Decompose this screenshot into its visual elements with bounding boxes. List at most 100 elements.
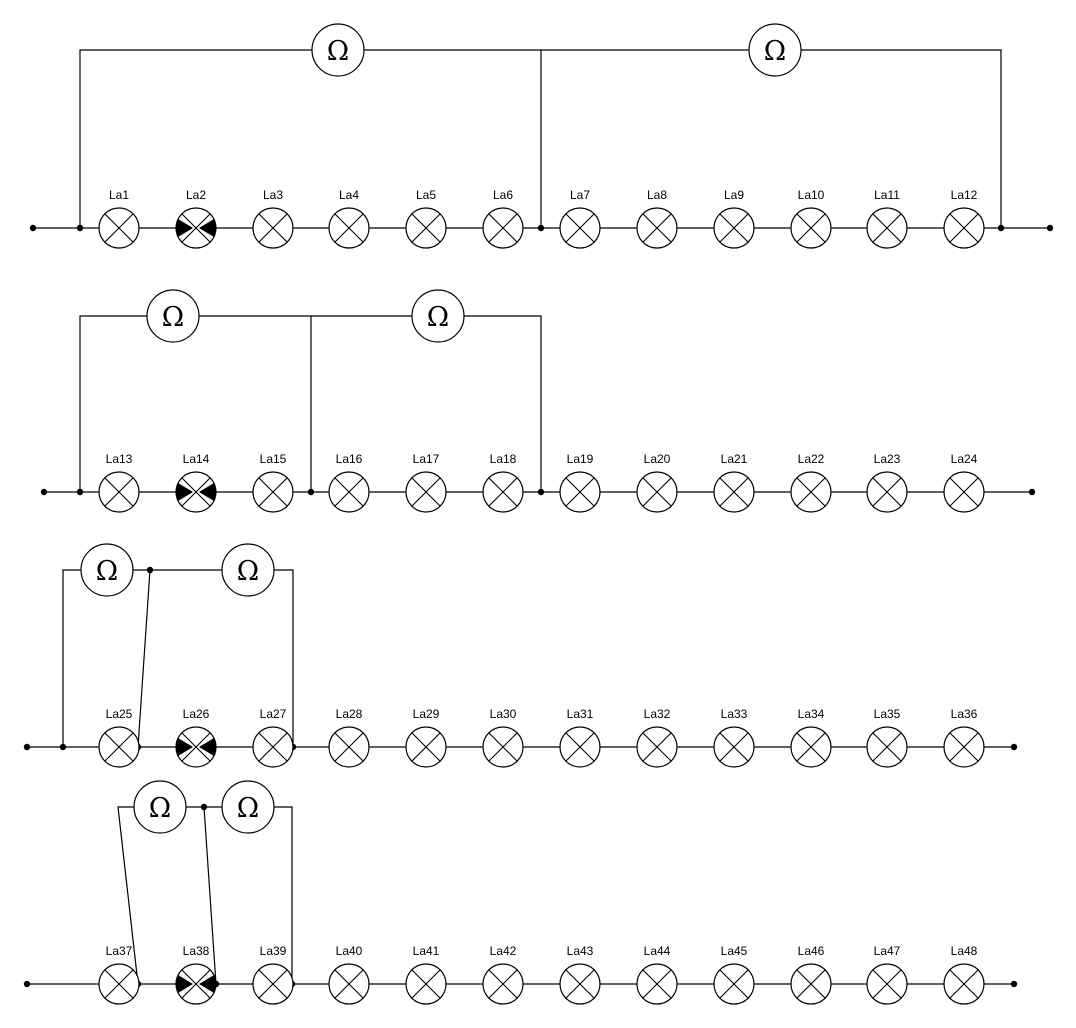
lamp-label: La19: [567, 452, 594, 466]
lamp: La18: [482, 452, 524, 513]
lamp-label: La29: [413, 707, 440, 721]
lamp-cross-line: [258, 213, 288, 243]
lamp: La26: [175, 707, 217, 768]
lamp-label: La9: [724, 188, 744, 202]
lamp-label: La15: [260, 452, 287, 466]
lamp-label: La44: [644, 944, 671, 958]
lamp: La35: [866, 707, 908, 768]
lamp-cross-line: [796, 213, 826, 243]
lamp-label: La6: [493, 188, 513, 202]
lamp: La13: [98, 452, 140, 513]
ohmmeter-body: [80, 543, 134, 597]
lamp-cross-line: [719, 732, 749, 762]
lamp-cross-line: [334, 477, 364, 507]
blown-lamp-mark-left: [176, 219, 193, 237]
ohmmeter: Ω: [311, 23, 365, 77]
lamp-label: La31: [567, 707, 594, 721]
lamp-cross-line: [719, 213, 749, 243]
lamp-cross-line: [258, 477, 288, 507]
lamp: La41: [405, 944, 447, 1005]
lamp: La28: [328, 707, 370, 768]
ohmmeter-body: [133, 780, 187, 834]
lamp: La30: [482, 707, 524, 768]
blown-lamp-mark-right: [199, 975, 216, 993]
lamp-cross-line: [411, 969, 441, 999]
lamp-cross-line: [872, 732, 902, 762]
lamp: La27: [252, 707, 294, 768]
lamp-cross-line: [411, 477, 441, 507]
lamp: La7: [559, 188, 601, 249]
meter-wire: [62, 569, 294, 747]
lamp: La39: [252, 944, 294, 1005]
ohmmeter: Ω: [146, 289, 200, 343]
lamp-label: La21: [721, 452, 748, 466]
lamp-cross-line: [949, 477, 979, 507]
lamp: La22: [790, 452, 832, 513]
lamp: La5: [405, 188, 447, 249]
lamp-cross-line: [796, 732, 826, 762]
lamp-label: La48: [951, 944, 978, 958]
ohmmeter: Ω: [80, 543, 134, 597]
lamp: La17: [405, 452, 447, 513]
lamp: La36: [943, 707, 985, 768]
lamp: La33: [713, 707, 755, 768]
lamp-cross-line: [104, 732, 134, 762]
lamp: La46: [790, 944, 832, 1005]
junction-node: [23, 743, 31, 751]
ohm-symbol: Ω: [427, 302, 449, 333]
junction-node: [997, 224, 1005, 232]
lamp-label: La14: [183, 452, 210, 466]
lamp-cross-line: [565, 732, 595, 762]
lamp: La2: [175, 188, 217, 249]
lamp: La47: [866, 944, 908, 1005]
lamp-cross-line: [872, 969, 902, 999]
lamp-label: La27: [260, 707, 287, 721]
junction-node: [23, 980, 31, 988]
lamp-label: La40: [336, 944, 363, 958]
meter-wire: [203, 806, 217, 985]
lamp-label: La7: [570, 188, 590, 202]
ohmmeter: Ω: [221, 780, 275, 834]
junction-node: [40, 488, 48, 496]
lamp: La3: [252, 188, 294, 249]
lamp-label: La1: [109, 188, 129, 202]
ohmmeter-body: [221, 780, 275, 834]
lamp-label: La10: [798, 188, 825, 202]
lamp-label: La4: [339, 188, 359, 202]
junction-node: [59, 743, 67, 751]
lamp-label: La16: [336, 452, 363, 466]
lamp-cross-line: [181, 969, 211, 999]
lamp: La14: [175, 452, 217, 513]
lamp-cross-line: [488, 213, 518, 243]
lamp-label: La13: [106, 452, 133, 466]
ohmmeter: Ω: [133, 780, 187, 834]
junction-node: [537, 488, 545, 496]
lamp-label: La3: [263, 188, 283, 202]
lamp: La1: [98, 188, 140, 249]
lamp-label: La39: [260, 944, 287, 958]
lamp-cross-line: [949, 969, 979, 999]
lamp-cross-line: [872, 477, 902, 507]
lamp-cross-line: [181, 732, 211, 762]
lamp-label: La45: [721, 944, 748, 958]
ohmmeter: Ω: [411, 289, 465, 343]
ohmmeter-body: [311, 23, 365, 77]
lamp-label: La34: [798, 707, 825, 721]
lamp-label: La37: [106, 944, 133, 958]
lamp: La34: [790, 707, 832, 768]
lamp: La21: [713, 452, 755, 513]
lamp-cross-line: [258, 732, 288, 762]
lamp: La44: [636, 944, 678, 1005]
lamp-label: La41: [413, 944, 440, 958]
junction-node: [200, 803, 208, 811]
lamp-cross-line: [104, 969, 134, 999]
lamp: La12: [943, 188, 985, 249]
lamp: La11: [866, 188, 908, 249]
lamp-cross-line: [104, 213, 134, 243]
lamp-label: La42: [490, 944, 517, 958]
lamp-label: La46: [798, 944, 825, 958]
ohmmeter: Ω: [748, 23, 802, 77]
lamp-label: La23: [874, 452, 901, 466]
lamp: La45: [713, 944, 755, 1005]
